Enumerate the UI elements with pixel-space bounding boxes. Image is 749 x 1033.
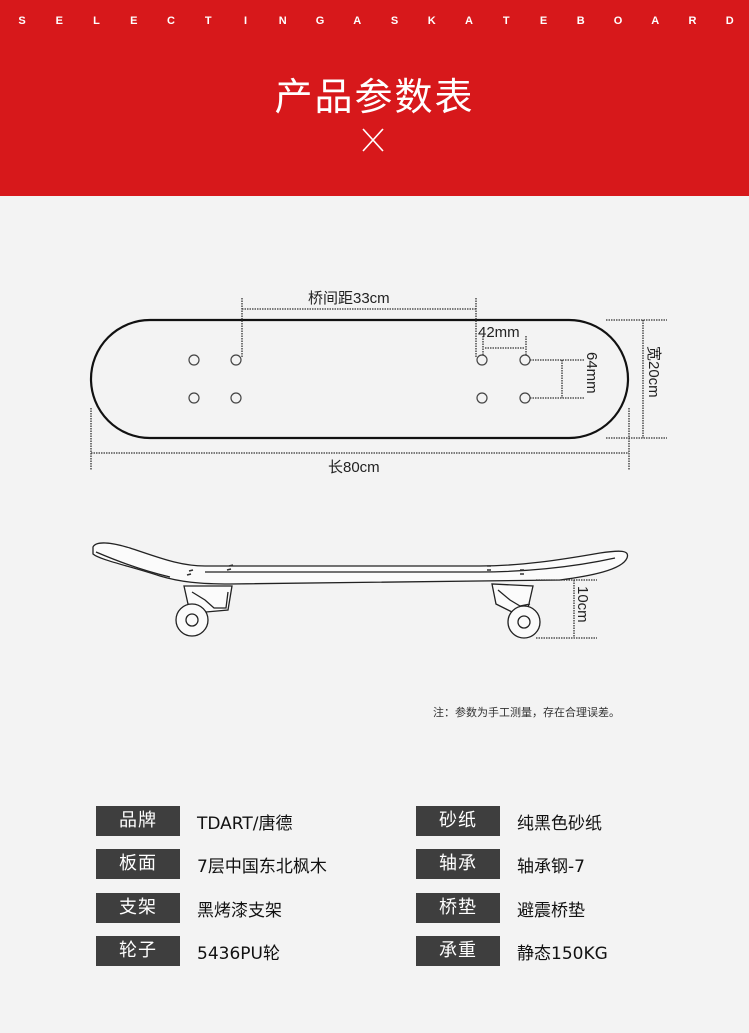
dimension-lines xyxy=(90,298,667,470)
spec-label: 品牌 xyxy=(96,806,180,836)
spec-row-deck: 板面 7层中国东北枫木 xyxy=(96,849,327,879)
skateboard-diagram: 桥间距33cm 42mm 64mm 宽20cm 长80cm 10cm xyxy=(89,290,667,639)
spec-value: 5436PU轮 xyxy=(197,943,280,964)
deck-length-label: 长80cm xyxy=(328,459,380,476)
tagline-letter: A xyxy=(651,15,660,27)
tagline-letter: O xyxy=(613,15,623,27)
tagline-letter: S xyxy=(390,15,399,27)
tagline-letter: N xyxy=(278,15,287,27)
tagline-letter: G xyxy=(315,15,325,27)
spec-row-load: 承重 静态150KG xyxy=(416,936,608,966)
truck-holes xyxy=(188,354,531,404)
hole-width-label: 64mm xyxy=(583,352,600,394)
tagline-letter: A xyxy=(465,15,473,27)
tagline-letter: E xyxy=(539,15,548,27)
spec-row-wheels: 轮子 5436PU轮 xyxy=(96,936,280,966)
spec-label: 板面 xyxy=(96,849,180,879)
spec-label: 轴承 xyxy=(416,849,500,879)
spec-label: 砂纸 xyxy=(416,806,500,836)
tagline-letter: D xyxy=(725,15,734,27)
tagline-letter: E xyxy=(130,15,138,27)
page-title: 产品参数表 xyxy=(274,75,475,119)
measurement-note: 注：参数为手工测量，存在合理误差。 xyxy=(433,706,620,719)
height-label: 10cm xyxy=(574,586,591,623)
truck-distance-label: 桥间距33cm xyxy=(308,290,390,307)
close-x-icon xyxy=(362,128,384,152)
tagline-letter: K xyxy=(427,15,436,27)
deck-width-label: 宽20cm xyxy=(645,346,662,398)
spec-value: 避震桥垫 xyxy=(517,900,585,921)
spec-label: 支架 xyxy=(96,893,180,923)
tagline-letter: S xyxy=(18,15,26,27)
tagline-letter: L xyxy=(93,15,100,27)
tagline-letter: I xyxy=(243,15,248,27)
deck-side-view xyxy=(92,542,629,639)
spec-value: TDART/唐德 xyxy=(197,813,293,834)
spec-row-brand: 品牌 TDART/唐德 xyxy=(96,806,293,836)
tagline-letter: T xyxy=(502,15,510,27)
spec-row-bearings: 轴承 轴承钢-7 xyxy=(416,849,585,879)
tagline: S E L E C T I N G A S K A T E B O A R D xyxy=(0,11,749,31)
hole-spacing-label: 42mm xyxy=(478,324,520,341)
deck-top-outline xyxy=(89,318,630,440)
spec-value: 黑烤漆支架 xyxy=(197,900,282,921)
spec-row-bushings: 桥垫 避震桥垫 xyxy=(416,893,585,923)
deck-screws xyxy=(186,564,524,576)
spec-label: 轮子 xyxy=(96,936,180,966)
spec-label: 桥垫 xyxy=(416,893,500,923)
height-dimension-lines xyxy=(536,579,597,639)
tagline-letter: B xyxy=(576,15,585,27)
tagline-letter: R xyxy=(688,15,697,27)
spec-row-griptape: 砂纸 纯黑色砂纸 xyxy=(416,806,602,836)
header-banner: S E L E C T I N G A S K A T E B O A R D … xyxy=(0,0,749,196)
tagline-letter: E xyxy=(55,15,63,27)
spec-row-truck: 支架 黑烤漆支架 xyxy=(96,893,282,923)
spec-value: 轴承钢-7 xyxy=(517,856,585,877)
spec-value: 7层中国东北枫木 xyxy=(197,856,327,877)
spec-label: 承重 xyxy=(416,936,500,966)
spec-value: 纯黑色砂纸 xyxy=(517,813,602,834)
tagline-letter: A xyxy=(353,15,362,27)
spec-value: 静态150KG xyxy=(517,943,608,964)
tagline-letter: C xyxy=(167,15,175,27)
tagline-letter: T xyxy=(204,15,212,27)
